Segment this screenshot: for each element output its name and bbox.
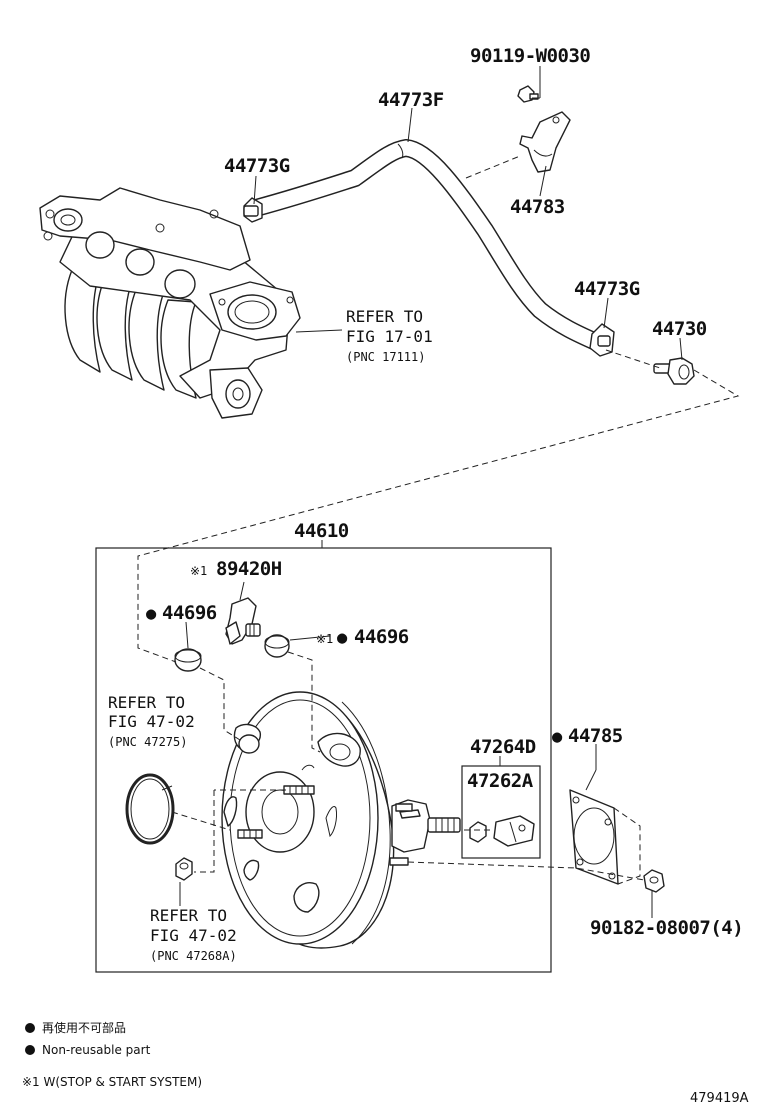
label-89420H: 89420H: [216, 558, 282, 580]
refer-47275-pnc: (PNC 47275): [108, 735, 187, 749]
refer-fig-17-01: REFER TO FIG 17-01 (PNC 17111): [346, 307, 433, 364]
label-44783: 44783: [510, 196, 565, 218]
clevis-47262A: [493, 815, 535, 847]
label-47264D: 47264D: [470, 736, 536, 758]
label-44610: 44610: [294, 520, 349, 542]
nut-47268A: [175, 857, 193, 881]
nonreusable-dot-44785: ●: [552, 727, 563, 747]
nonreusable-dot-44696-left: ●: [146, 604, 157, 624]
sub-box-47264D: [461, 765, 541, 859]
refer-fig17-line1: REFER TO: [346, 307, 423, 326]
legend-jp: 再使用不可部品: [42, 1020, 126, 1035]
refer-47268A-line1: REFER TO: [150, 906, 227, 925]
intake-manifold: [39, 187, 301, 419]
nonreusable-dot-44696-right: ●: [337, 628, 348, 648]
refer-47275-line2: FIG 47-02: [108, 712, 195, 731]
brake-booster: [221, 691, 461, 949]
leader-lines: [161, 66, 683, 918]
gasket-44785: [569, 789, 619, 885]
label-47262A: 47262A: [467, 770, 534, 792]
assembly-box-44610: [95, 547, 552, 973]
refer-fig17-line2: FIG 17-01: [346, 327, 433, 346]
label-44785: 44785: [568, 725, 623, 747]
grommet-44696-left: [174, 648, 202, 672]
legend-en: Non-reusable part: [42, 1043, 151, 1057]
label-44773F: 44773F: [378, 89, 444, 111]
label-44696-left: 44696: [162, 602, 217, 624]
clamp-44773G-top: [243, 197, 263, 223]
label-44730: 44730: [652, 318, 707, 340]
label-44696-right: 44696: [354, 626, 409, 648]
refer-47275-line1: REFER TO: [108, 693, 185, 712]
refer-fig17-pnc: (PNC 17111): [346, 350, 425, 364]
nut-90182: [643, 869, 665, 893]
label-90119-W0030: 90119-W0030: [470, 45, 590, 67]
refer-47268A-line2: FIG 47-02: [150, 926, 237, 945]
grommet-44696-right: [264, 634, 290, 658]
note-mark-89420H: ※1: [190, 564, 207, 578]
o-ring-47275: [125, 773, 175, 845]
legend: 再使用不可部品 Non-reusable part ※1 W(STOP & ST…: [22, 1020, 202, 1089]
clamp-44773G-right: [589, 323, 615, 357]
booster-port: [238, 734, 260, 754]
note-mark-44696-right: ※1: [316, 632, 333, 646]
refer-fig-47-02-b: REFER TO FIG 47-02 (PNC 47268A): [150, 906, 237, 963]
clevis-pin: [469, 821, 487, 843]
label-44773G-right: 44773G: [574, 278, 640, 300]
label-90182-08007: 90182-08007(4): [590, 917, 743, 939]
refer-fig-47-02-a: REFER TO FIG 47-02 (PNC 47275): [108, 693, 195, 749]
bracket-44783: [519, 111, 571, 173]
label-44773G-top: 44773G: [224, 155, 290, 177]
check-valve-44730: [653, 357, 695, 385]
bolt-90119: [517, 85, 539, 103]
legend-note: ※1 W(STOP & START SYSTEM): [22, 1075, 202, 1089]
refer-47268A-pnc: (PNC 47268A): [150, 949, 237, 963]
legend-dot-jp: [25, 1023, 35, 1033]
legend-dot-en: [25, 1045, 35, 1055]
hose-44773F: [247, 138, 605, 351]
dashed-connections: [137, 155, 740, 881]
vacuum-sensor-89420H: [225, 597, 261, 645]
diagram-id: 479419A: [690, 1091, 749, 1106]
